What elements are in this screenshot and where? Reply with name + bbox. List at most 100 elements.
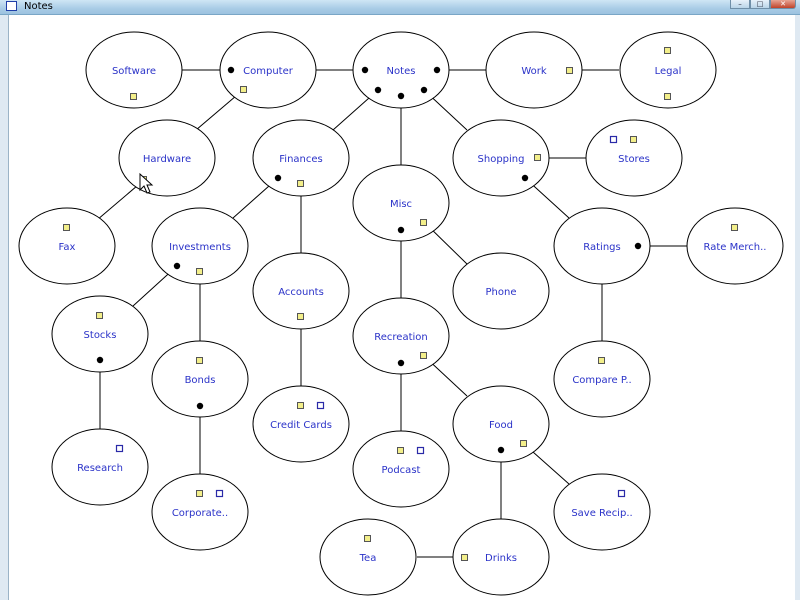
note-indicator-icon[interactable] bbox=[397, 447, 404, 454]
connector-dot[interactable] bbox=[634, 242, 642, 250]
connector-dot[interactable] bbox=[397, 92, 405, 100]
linked-note-icon[interactable] bbox=[609, 135, 618, 144]
note-indicator-icon[interactable] bbox=[240, 86, 247, 93]
node-ellipse bbox=[352, 430, 450, 508]
node-stocks[interactable]: Stocks bbox=[51, 295, 149, 373]
node-legal[interactable]: Legal bbox=[619, 31, 717, 109]
node-ellipse bbox=[51, 428, 149, 506]
node-label: Accounts bbox=[278, 287, 324, 298]
node-phone[interactable]: Phone bbox=[452, 252, 550, 330]
node-software[interactable]: Software bbox=[85, 31, 183, 109]
linked-note-icon[interactable] bbox=[617, 489, 626, 498]
note-indicator-icon[interactable] bbox=[630, 136, 637, 143]
node-label: Compare P.. bbox=[572, 375, 631, 386]
node-label: Investments bbox=[169, 242, 231, 253]
node-label: Software bbox=[112, 66, 156, 77]
connector-dot[interactable] bbox=[173, 262, 181, 270]
node-stores[interactable]: Stores bbox=[585, 119, 683, 197]
connector-dot[interactable] bbox=[274, 174, 282, 182]
node-ellipse bbox=[151, 473, 249, 551]
node-save-recipe[interactable]: Save Recip.. bbox=[553, 473, 651, 551]
node-ellipse bbox=[51, 295, 149, 373]
node-label: Rate Merch.. bbox=[704, 242, 767, 253]
note-indicator-icon[interactable] bbox=[420, 219, 427, 226]
node-ellipse bbox=[553, 473, 651, 551]
title-bar[interactable]: Notes – □ ✕ bbox=[0, 0, 800, 15]
node-ellipse bbox=[151, 340, 249, 418]
note-indicator-icon[interactable] bbox=[534, 154, 541, 161]
note-indicator-icon[interactable] bbox=[598, 357, 605, 364]
linked-note-icon[interactable] bbox=[115, 444, 124, 453]
node-ellipse bbox=[686, 207, 784, 285]
node-label: Stores bbox=[618, 154, 650, 165]
node-computer[interactable]: Computer bbox=[219, 31, 317, 109]
node-drinks[interactable]: Drinks bbox=[452, 518, 550, 596]
node-accounts[interactable]: Accounts bbox=[252, 252, 350, 330]
node-ellipse bbox=[252, 252, 350, 330]
maximize-icon[interactable]: □ bbox=[750, 0, 770, 9]
note-indicator-icon[interactable] bbox=[664, 93, 671, 100]
connector-dot[interactable] bbox=[497, 446, 505, 454]
node-label: Fax bbox=[59, 242, 76, 253]
connector-dot[interactable] bbox=[420, 86, 428, 94]
note-indicator-icon[interactable] bbox=[297, 402, 304, 409]
close-icon[interactable]: ✕ bbox=[770, 0, 796, 9]
node-fax[interactable]: Fax bbox=[18, 207, 116, 285]
note-indicator-icon[interactable] bbox=[96, 312, 103, 319]
connector-dot[interactable] bbox=[397, 359, 405, 367]
node-bonds[interactable]: Bonds bbox=[151, 340, 249, 418]
node-hardware[interactable]: Hardware bbox=[118, 119, 216, 197]
note-indicator-icon[interactable] bbox=[520, 440, 527, 447]
node-rate-merch[interactable]: Rate Merch.. bbox=[686, 207, 784, 285]
connector-dot[interactable] bbox=[397, 226, 405, 234]
window-controls: – □ ✕ bbox=[730, 0, 796, 10]
note-indicator-icon[interactable] bbox=[297, 313, 304, 320]
note-indicator-icon[interactable] bbox=[420, 352, 427, 359]
node-work[interactable]: Work bbox=[485, 31, 583, 109]
node-ellipse bbox=[485, 31, 583, 109]
note-indicator-icon[interactable] bbox=[297, 180, 304, 187]
node-label: Hardware bbox=[143, 154, 191, 165]
node-label: Shopping bbox=[478, 154, 525, 165]
connector-dot[interactable] bbox=[227, 66, 235, 74]
node-tea[interactable]: Tea bbox=[319, 518, 417, 596]
node-podcast[interactable]: Podcast bbox=[352, 430, 450, 508]
linked-note-icon[interactable] bbox=[416, 446, 425, 455]
note-indicator-icon[interactable] bbox=[63, 224, 70, 231]
note-indicator-icon[interactable] bbox=[566, 67, 573, 74]
node-label: Computer bbox=[243, 66, 294, 77]
node-research[interactable]: Research bbox=[51, 428, 149, 506]
linked-note-icon[interactable] bbox=[215, 489, 224, 498]
node-compare[interactable]: Compare P.. bbox=[553, 340, 651, 418]
connector-dot[interactable] bbox=[433, 66, 441, 74]
linked-note-icon[interactable] bbox=[316, 401, 325, 410]
app-icon bbox=[6, 1, 17, 11]
node-label: Stocks bbox=[84, 330, 117, 341]
note-indicator-icon[interactable] bbox=[664, 47, 671, 54]
node-ratings[interactable]: Ratings bbox=[553, 207, 651, 285]
note-indicator-icon[interactable] bbox=[364, 535, 371, 542]
node-ellipse bbox=[553, 340, 651, 418]
note-indicator-icon[interactable] bbox=[196, 357, 203, 364]
note-indicator-icon[interactable] bbox=[130, 93, 137, 100]
connector-dot[interactable] bbox=[96, 356, 104, 364]
node-label: Work bbox=[521, 66, 547, 77]
mouse-cursor-icon bbox=[139, 172, 154, 194]
connector-dot[interactable] bbox=[361, 66, 369, 74]
connector-dot[interactable] bbox=[521, 174, 529, 182]
note-indicator-icon[interactable] bbox=[731, 224, 738, 231]
node-credit-cards[interactable]: Credit Cards bbox=[252, 385, 350, 463]
connector-dot[interactable] bbox=[196, 402, 204, 410]
note-indicator-icon[interactable] bbox=[196, 490, 203, 497]
note-indicator-icon[interactable] bbox=[461, 554, 468, 561]
mind-map-canvas[interactable]: Software Computer Notes Work Legal Hardw… bbox=[8, 15, 795, 600]
node-label: Finances bbox=[279, 154, 322, 165]
node-ellipse bbox=[452, 518, 550, 596]
node-corporate[interactable]: Corporate.. bbox=[151, 473, 249, 551]
node-ellipse bbox=[252, 385, 350, 463]
note-indicator-icon[interactable] bbox=[196, 268, 203, 275]
node-ellipse bbox=[619, 31, 717, 109]
connector-dot[interactable] bbox=[374, 86, 382, 94]
minimize-icon[interactable]: – bbox=[730, 0, 750, 9]
